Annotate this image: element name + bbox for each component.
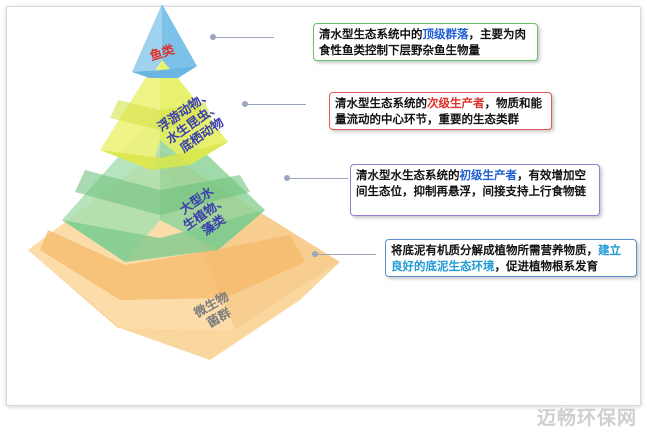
- pyramid-layer-zooplankton-front: [100, 142, 228, 170]
- callout-microbes: 将底泥有机质分解成植物所需营养物质，建立良好的底泥生态环境，促进植物根系发育: [385, 239, 637, 277]
- callout-fish-highlight: 顶级群落: [422, 27, 469, 41]
- pyramid-layer-microbes-front: [28, 250, 340, 360]
- callout-plants-after: ，有效增加空间生态位，抑制再悬浮，间接支持上行食物链: [356, 168, 586, 198]
- callout-microbes-after: ，促进植物根系发育: [494, 259, 599, 273]
- pyramid-layer-plants-front: [62, 210, 265, 262]
- callout-microbes-highlight: 建立良好的底泥生态环境: [391, 243, 621, 273]
- callout-plants: 清水型水生态系统的初级生产者，有效增加空间生态位，抑制再悬浮，间接支持上行食物链: [350, 164, 600, 216]
- callout-zooplankton-before: 清水型生态系统的: [335, 96, 427, 110]
- connector-1: [214, 37, 274, 38]
- connector-3-dot: [284, 175, 290, 181]
- pyramid-layer-plants-band: [75, 170, 250, 215]
- callout-zooplankton-highlight: 次级生产者: [427, 96, 485, 110]
- callout-zooplankton-after: ，物质和能量流动的中心环节，重要的生态类群: [335, 96, 542, 126]
- pyramid-layer-zooplankton-band: [110, 100, 212, 130]
- connector-2-dot: [242, 101, 248, 107]
- callout-fish-before: 清水型生态系统中的: [319, 27, 423, 41]
- callout-fish: 清水型生态系统中的顶级群落，主要为肉食性鱼类控制下层野杂鱼生物量: [313, 23, 538, 61]
- callout-microbes-before: 将底泥有机质分解成植物所需营养物质，: [391, 243, 598, 257]
- callout-plants-before: 清水型水生态系统的: [356, 168, 460, 182]
- connector-2: [246, 104, 306, 105]
- pyramid-layer-fish-right: [162, 4, 197, 78]
- connector-3: [288, 178, 348, 179]
- watermark-logo: 迈畅环保网: [536, 407, 637, 429]
- connector-4-dot: [312, 251, 318, 257]
- pyramid-layer-fish-left: [132, 4, 162, 78]
- callout-plants-highlight: 初级生产者: [459, 168, 518, 182]
- callout-zooplankton: 清水型生态系统的次级生产者，物质和能量流动的中心环节，重要的生态类群: [329, 92, 552, 130]
- connector-1-dot: [210, 34, 216, 40]
- connector-4: [316, 254, 376, 255]
- callout-fish-after: ，主要为肉食性鱼类控制下层野杂鱼生物量: [319, 27, 526, 57]
- pyramid-layer-fish-front: [132, 66, 197, 78]
- pyramid-layer-microbes-band: [40, 230, 305, 300]
